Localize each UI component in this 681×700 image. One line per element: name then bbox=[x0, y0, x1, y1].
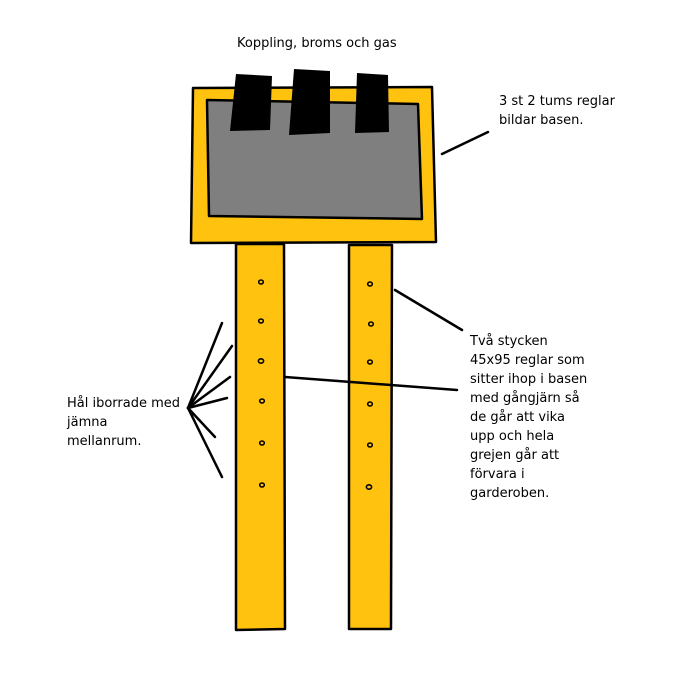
drill-hole bbox=[258, 440, 266, 446]
drill-hole bbox=[258, 398, 266, 404]
right-leg bbox=[347, 243, 394, 631]
left-leg-holes bbox=[257, 279, 266, 488]
drill-hole bbox=[257, 318, 265, 324]
drill-hole bbox=[257, 357, 265, 364]
drill-hole bbox=[257, 279, 265, 285]
drill-hole bbox=[367, 321, 375, 327]
brake-pedal bbox=[289, 69, 330, 135]
drill-hole bbox=[366, 281, 374, 287]
drill-hole bbox=[366, 359, 374, 365]
holes-arrow-fan bbox=[186, 321, 234, 479]
gas-pedal bbox=[355, 73, 389, 133]
leg-link-line bbox=[283, 375, 459, 392]
left-leg bbox=[234, 242, 287, 632]
clutch-pedal bbox=[230, 74, 272, 131]
right-leg-holes bbox=[365, 281, 375, 490]
label-pedals: Koppling, broms och gas bbox=[237, 36, 397, 51]
base-pointer-line bbox=[440, 130, 490, 156]
drill-hole bbox=[258, 482, 266, 488]
legs-pointer-line bbox=[393, 288, 464, 332]
drill-hole bbox=[366, 401, 374, 407]
label-legs: Två stycken 45x95 reglar som sitter ihop… bbox=[470, 334, 588, 501]
label-base: 3 st 2 tums reglar bildar basen. bbox=[499, 94, 615, 128]
drill-hole bbox=[365, 483, 373, 490]
drill-hole bbox=[366, 442, 374, 448]
label-holes: Hål iborrade med jämna mellanrum. bbox=[67, 396, 181, 449]
